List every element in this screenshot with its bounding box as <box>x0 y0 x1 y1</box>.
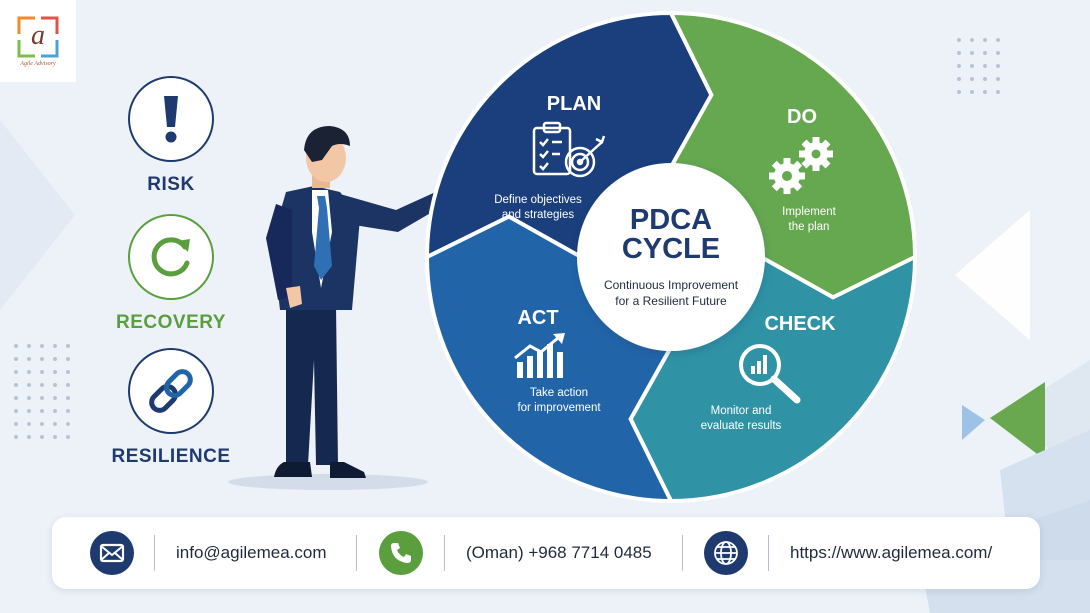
divider-web-left <box>682 535 683 571</box>
plan-desc-line2: and strategies <box>502 209 574 221</box>
check-desc-line2: evaluate results <box>701 420 782 432</box>
clipboard-target-icon <box>532 121 606 178</box>
recovery-circle <box>128 214 214 300</box>
dot-grid-left <box>14 344 70 439</box>
do-desc-line2: the plan <box>789 221 830 233</box>
center-sub-line1: Continuous Improvement <box>604 278 739 292</box>
risk-circle <box>128 76 214 162</box>
gears-icon <box>769 137 833 194</box>
center-title-line1: PDCA <box>630 204 712 236</box>
globe-icon[interactable] <box>704 531 748 575</box>
phone-link[interactable]: (Oman) +968 7714 0485 <box>466 543 652 562</box>
center-sub-line2: for a Resilient Future <box>615 294 727 308</box>
email-link[interactable]: info@agilemea.com <box>176 543 327 562</box>
divider-phone-left <box>356 535 357 571</box>
rising-chart-icon <box>514 333 565 378</box>
website-link[interactable]: https://www.agilemea.com/ <box>790 543 993 562</box>
resilience-label: RESILIENCE <box>111 446 231 467</box>
businessman-figure <box>228 126 478 490</box>
divider-phone-right <box>444 535 445 571</box>
email-icon[interactable] <box>90 531 134 575</box>
logo-letter: a <box>31 19 45 51</box>
side-item-risk: RISK <box>106 76 236 196</box>
refresh-icon <box>151 237 190 277</box>
contact-bar: info@agilemea.com (Oman) +968 7714 0485 … <box>52 517 1040 589</box>
dot-grid-top-right <box>957 38 1000 94</box>
check-desc-line1: Monitor and <box>711 405 772 417</box>
divider-email <box>154 535 155 571</box>
center-title-line2: CYCLE <box>622 233 720 265</box>
act-desc-line2: for improvement <box>517 402 601 414</box>
side-item-recovery: RECOVERY <box>106 214 236 334</box>
side-item-resilience: RESILIENCE <box>106 348 236 468</box>
company-logo: a Agile Advisory <box>0 0 76 82</box>
chain-link-icon <box>149 369 193 413</box>
logo-name: Agile Advisory <box>20 60 56 67</box>
plan-desc-line1: Define objectives <box>494 194 582 206</box>
magnifier-chart-icon <box>739 344 801 404</box>
plan-title: PLAN <box>547 93 601 115</box>
act-desc-line1: Take action <box>530 387 588 399</box>
phone-icon[interactable] <box>379 531 423 575</box>
logo-mark: a <box>17 16 59 58</box>
exclamation-icon <box>164 96 178 143</box>
do-title: DO <box>787 106 817 128</box>
do-desc-line1: Implement <box>782 206 836 218</box>
center-circle <box>577 163 765 351</box>
recovery-label: RECOVERY <box>116 312 226 333</box>
resilience-circle <box>128 348 214 434</box>
act-title: ACT <box>517 307 558 329</box>
risk-label: RISK <box>147 174 195 195</box>
divider-web-right <box>768 535 769 571</box>
check-title: CHECK <box>764 313 836 335</box>
